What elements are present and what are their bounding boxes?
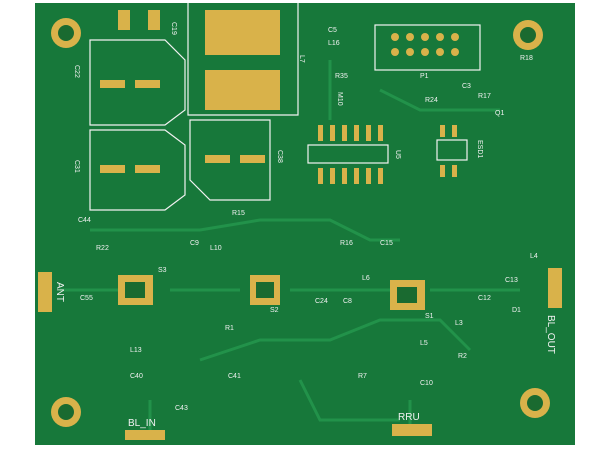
label-r35: R35 <box>335 73 348 80</box>
label-c38: C38 <box>276 150 283 163</box>
label-rru: RRU <box>398 412 420 423</box>
label-bl-out: BL_OUT <box>545 315 556 354</box>
label-l13: L13 <box>130 347 142 354</box>
label-s1: S1 <box>425 313 434 320</box>
label-c41: C41 <box>228 373 241 380</box>
label-u5: U5 <box>394 150 401 159</box>
label-r16: R16 <box>340 240 353 247</box>
label-s3: S3 <box>158 267 167 274</box>
label-d1: D1 <box>512 307 521 314</box>
label-c8: C8 <box>343 298 352 305</box>
label-c31: C31 <box>73 160 80 173</box>
label-c5: C5 <box>328 27 337 34</box>
label-c24: C24 <box>315 298 328 305</box>
label-l4: L4 <box>530 253 538 260</box>
silkscreen-outlines <box>89 3 481 211</box>
label-ant: ANT <box>54 282 65 302</box>
label-c3: C3 <box>462 83 471 90</box>
label-c9: C9 <box>190 240 199 247</box>
label-r7: R7 <box>358 373 367 380</box>
label-l7: L7 <box>298 55 305 63</box>
label-c44: C44 <box>78 217 91 224</box>
label-r15: R15 <box>232 210 245 217</box>
label-l6: L6 <box>362 275 370 282</box>
label-r24: R24 <box>425 97 438 104</box>
label-r22: R22 <box>96 245 109 252</box>
label-c43: C43 <box>175 405 188 412</box>
label-c12: C12 <box>478 295 491 302</box>
connector-p1-pins <box>391 33 459 56</box>
label-l10: L10 <box>210 245 222 252</box>
label-c22: C22 <box>73 65 80 78</box>
label-p1: P1 <box>420 73 429 80</box>
label-l5: L5 <box>420 340 428 347</box>
label-c40: C40 <box>130 373 143 380</box>
ic-pins <box>318 125 457 184</box>
label-l3: L3 <box>455 320 463 327</box>
label-bl-in: BL_IN <box>128 418 156 429</box>
label-c19: C19 <box>170 22 177 35</box>
label-q1: Q1 <box>495 110 504 117</box>
label-esd1: ESD1 <box>476 140 483 158</box>
label-l16: L16 <box>328 40 340 47</box>
label-r1: R1 <box>225 325 234 332</box>
label-r18: R18 <box>520 55 533 62</box>
board-substrate <box>35 3 575 445</box>
label-c10: C10 <box>420 380 433 387</box>
copper-pads <box>38 10 562 440</box>
label-s2: S2 <box>270 307 279 314</box>
label-c13: C13 <box>505 277 518 284</box>
label-m10: M10 <box>336 92 343 106</box>
label-c15: C15 <box>380 240 393 247</box>
label-r2: R2 <box>458 353 467 360</box>
label-c55: C55 <box>80 295 93 302</box>
label-r17: R17 <box>478 93 491 100</box>
